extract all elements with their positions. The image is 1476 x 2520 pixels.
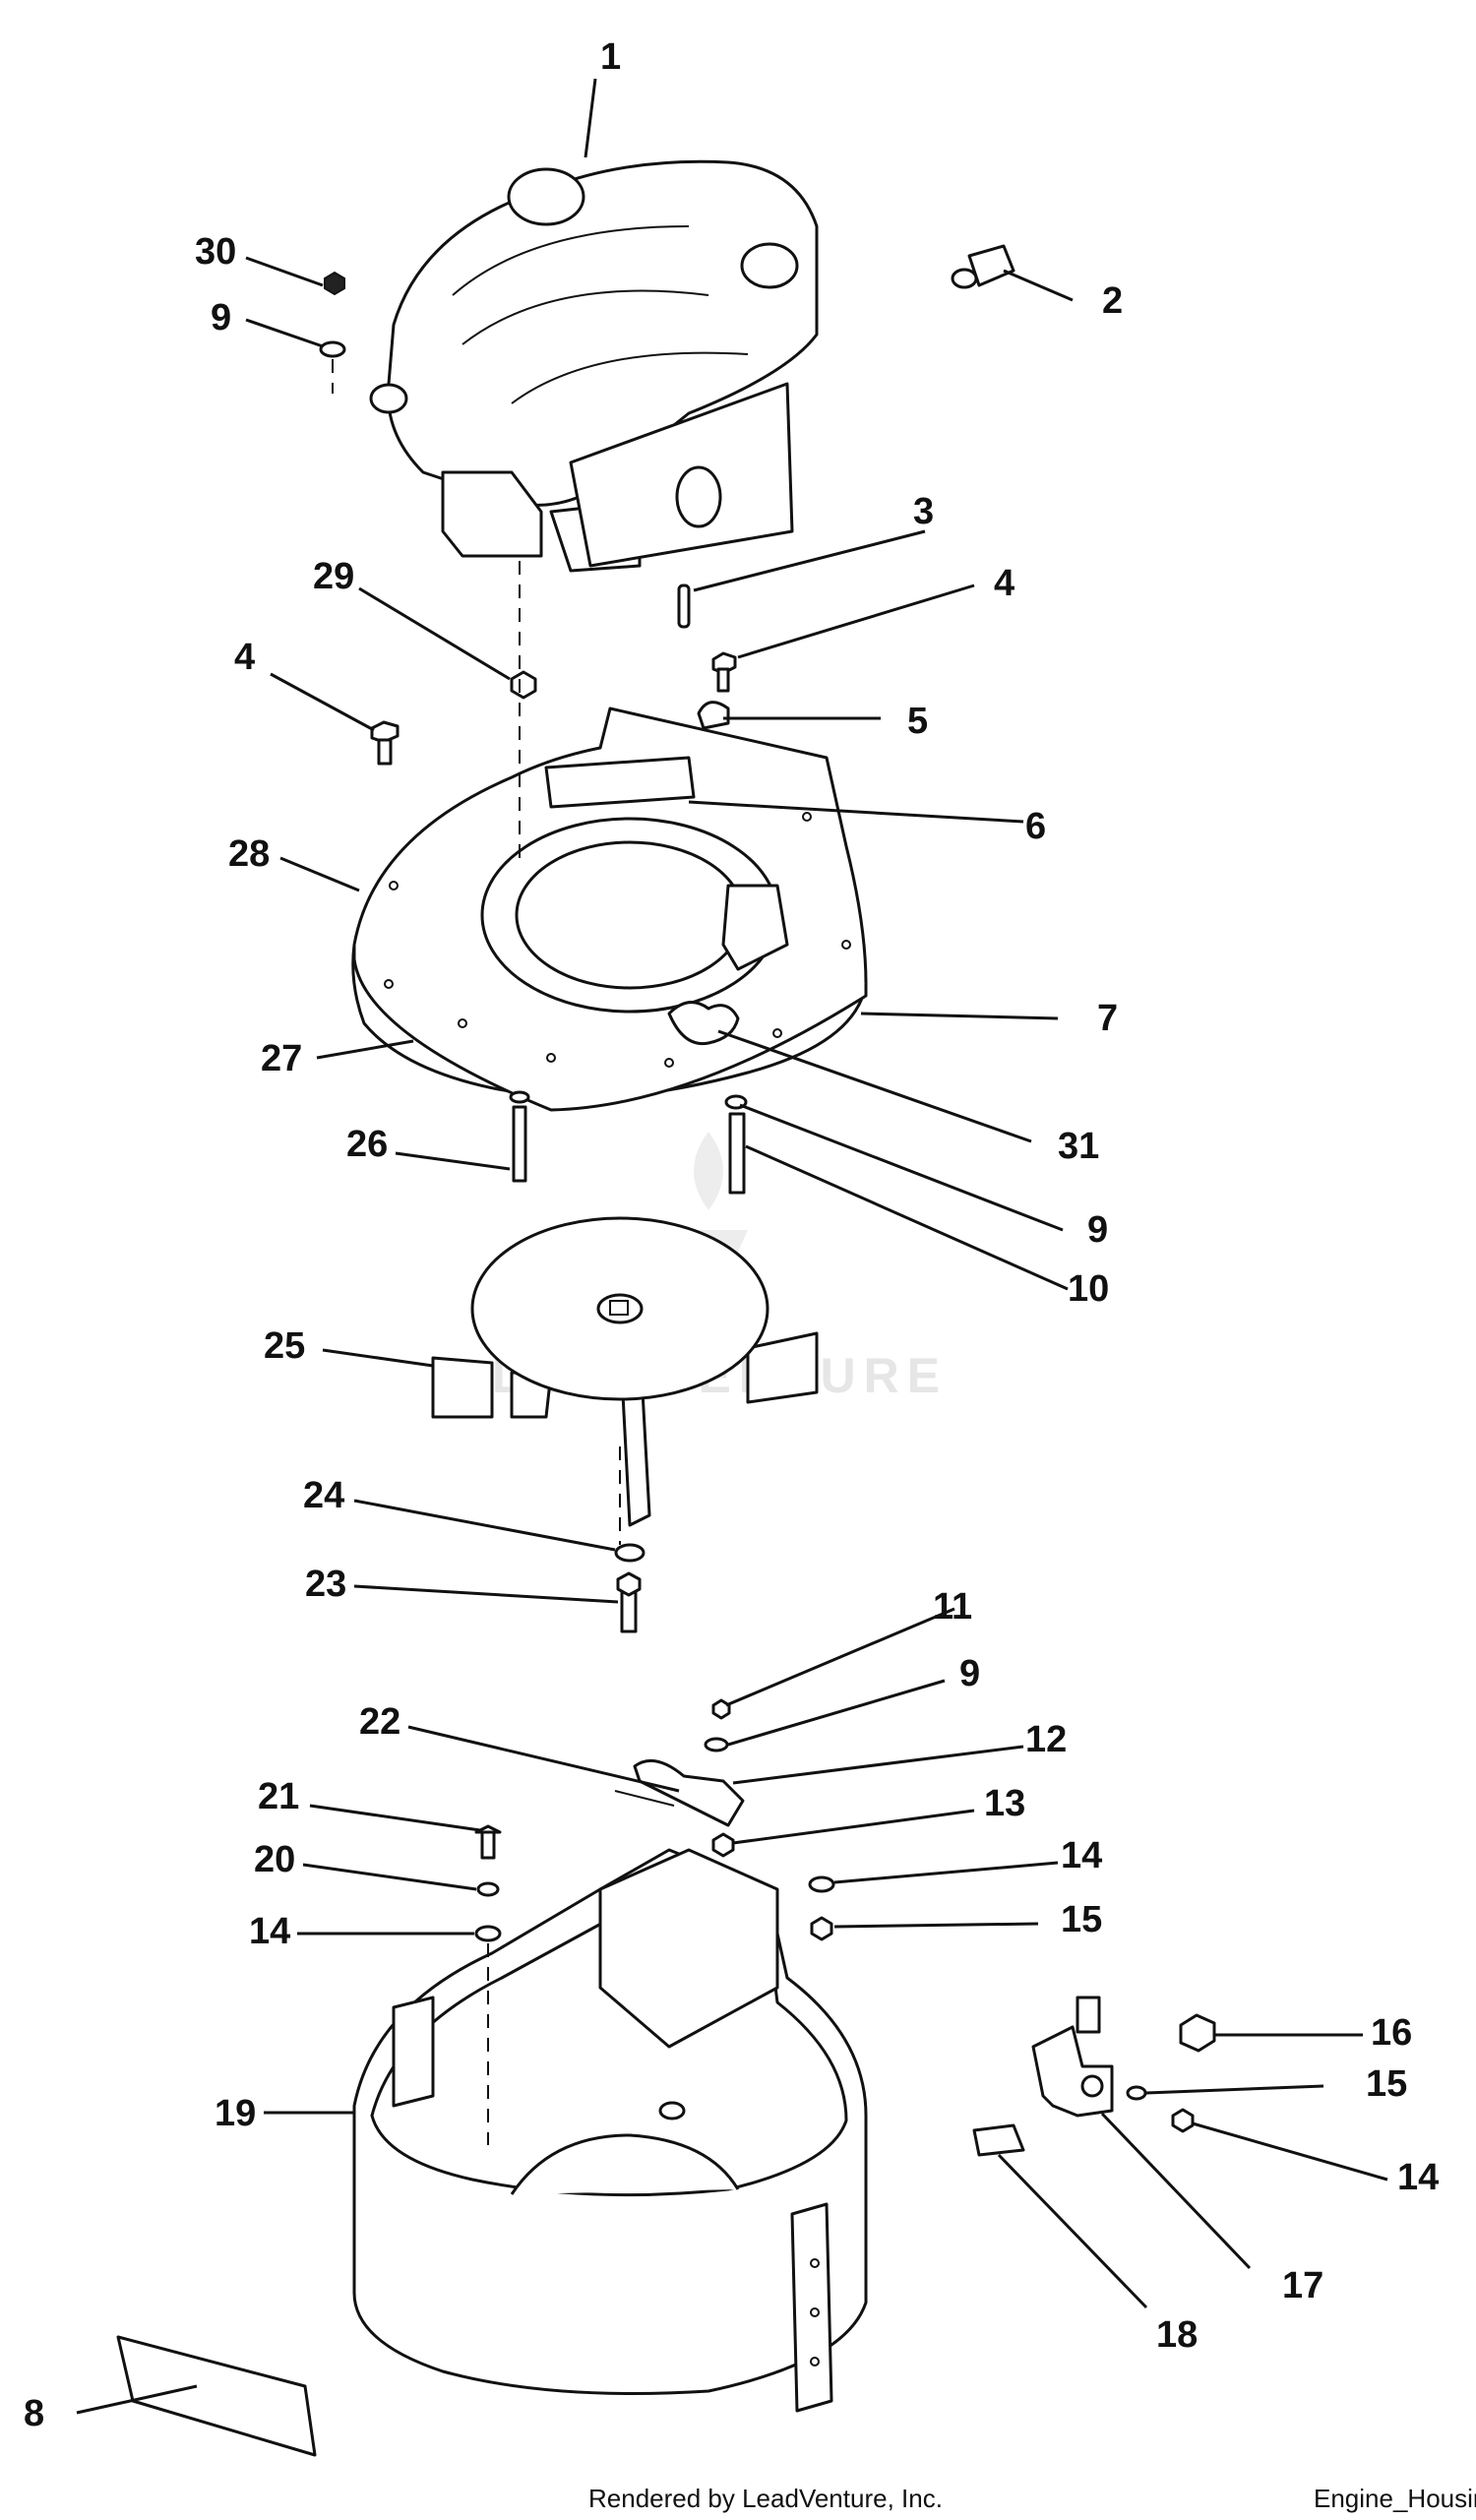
hardware-top	[319, 271, 737, 766]
part-2-plug	[951, 244, 1015, 289]
callout-16: 16	[1371, 2012, 1412, 2054]
callout-3: 3	[913, 491, 934, 532]
callout-5: 5	[907, 701, 928, 742]
footer-diagram-name: Engine_Housing_	[1314, 2484, 1476, 2513]
callout-29: 29	[313, 556, 354, 597]
leader-lines	[76, 78, 1388, 2415]
plate-bolts	[509, 1090, 748, 1195]
fan-impeller	[431, 1216, 819, 1527]
fan-hardware	[614, 1543, 646, 1633]
housing-hardware	[474, 1824, 835, 1942]
callout-1: 1	[600, 36, 621, 78]
callout-24: 24	[303, 1475, 344, 1516]
engine	[369, 159, 819, 573]
callout-7: 7	[1097, 998, 1118, 1039]
callout-12: 12	[1025, 1719, 1067, 1760]
plate-rivet-holes	[384, 812, 851, 1068]
callout-9: 9	[959, 1653, 980, 1694]
callout-21: 21	[258, 1776, 299, 1817]
callout-8: 8	[24, 2393, 44, 2434]
callout-14: 14	[1397, 2157, 1439, 2198]
callout-19: 19	[215, 2093, 256, 2134]
assembly-axes	[332, 359, 621, 2145]
footer-rendered-by: Rendered by LeadVenture, Inc.	[588, 2484, 943, 2513]
callout-28: 28	[228, 833, 270, 875]
callout-2: 2	[1102, 280, 1123, 322]
callout-31: 31	[1058, 1126, 1099, 1167]
callout-14: 14	[249, 1911, 290, 1952]
callout-30: 30	[195, 231, 236, 273]
callout-10: 10	[1068, 1268, 1109, 1310]
callout-11: 11	[933, 1586, 972, 1628]
latch-hardware	[614, 1698, 745, 1858]
decal-part-8	[116, 2335, 317, 2457]
blower-plate	[351, 707, 868, 1112]
callout-14: 14	[1061, 1835, 1102, 1876]
callout-9: 9	[1087, 1209, 1108, 1251]
callout-25: 25	[264, 1325, 305, 1367]
callout-20: 20	[254, 1839, 295, 1880]
callout-22: 22	[359, 1701, 400, 1743]
footer: Rendered by LeadVenture, Inc. Engine_Hou…	[588, 2484, 1476, 2513]
callout-9: 9	[211, 297, 231, 338]
callout-27: 27	[261, 1038, 302, 1079]
callout-26: 26	[346, 1124, 388, 1165]
switch-bracket	[972, 1996, 1216, 2157]
callout-6: 6	[1025, 806, 1046, 847]
callout-4: 4	[994, 563, 1015, 604]
callout-18: 18	[1156, 2314, 1198, 2356]
watermark-flame-icon	[694, 1132, 723, 1210]
callout-17: 17	[1282, 2265, 1323, 2306]
callout-15: 15	[1366, 2063, 1407, 2105]
callout-13: 13	[984, 1783, 1025, 1824]
callout-4: 4	[234, 637, 255, 678]
callout-23: 23	[305, 1564, 346, 1605]
fan-housing	[352, 1848, 868, 2413]
callout-15: 15	[1061, 1899, 1102, 1940]
callout-labels: 1 2 3 4 4 5 6 7 8 9 9 9 10 11 12 13 14 1…	[24, 36, 1439, 2434]
